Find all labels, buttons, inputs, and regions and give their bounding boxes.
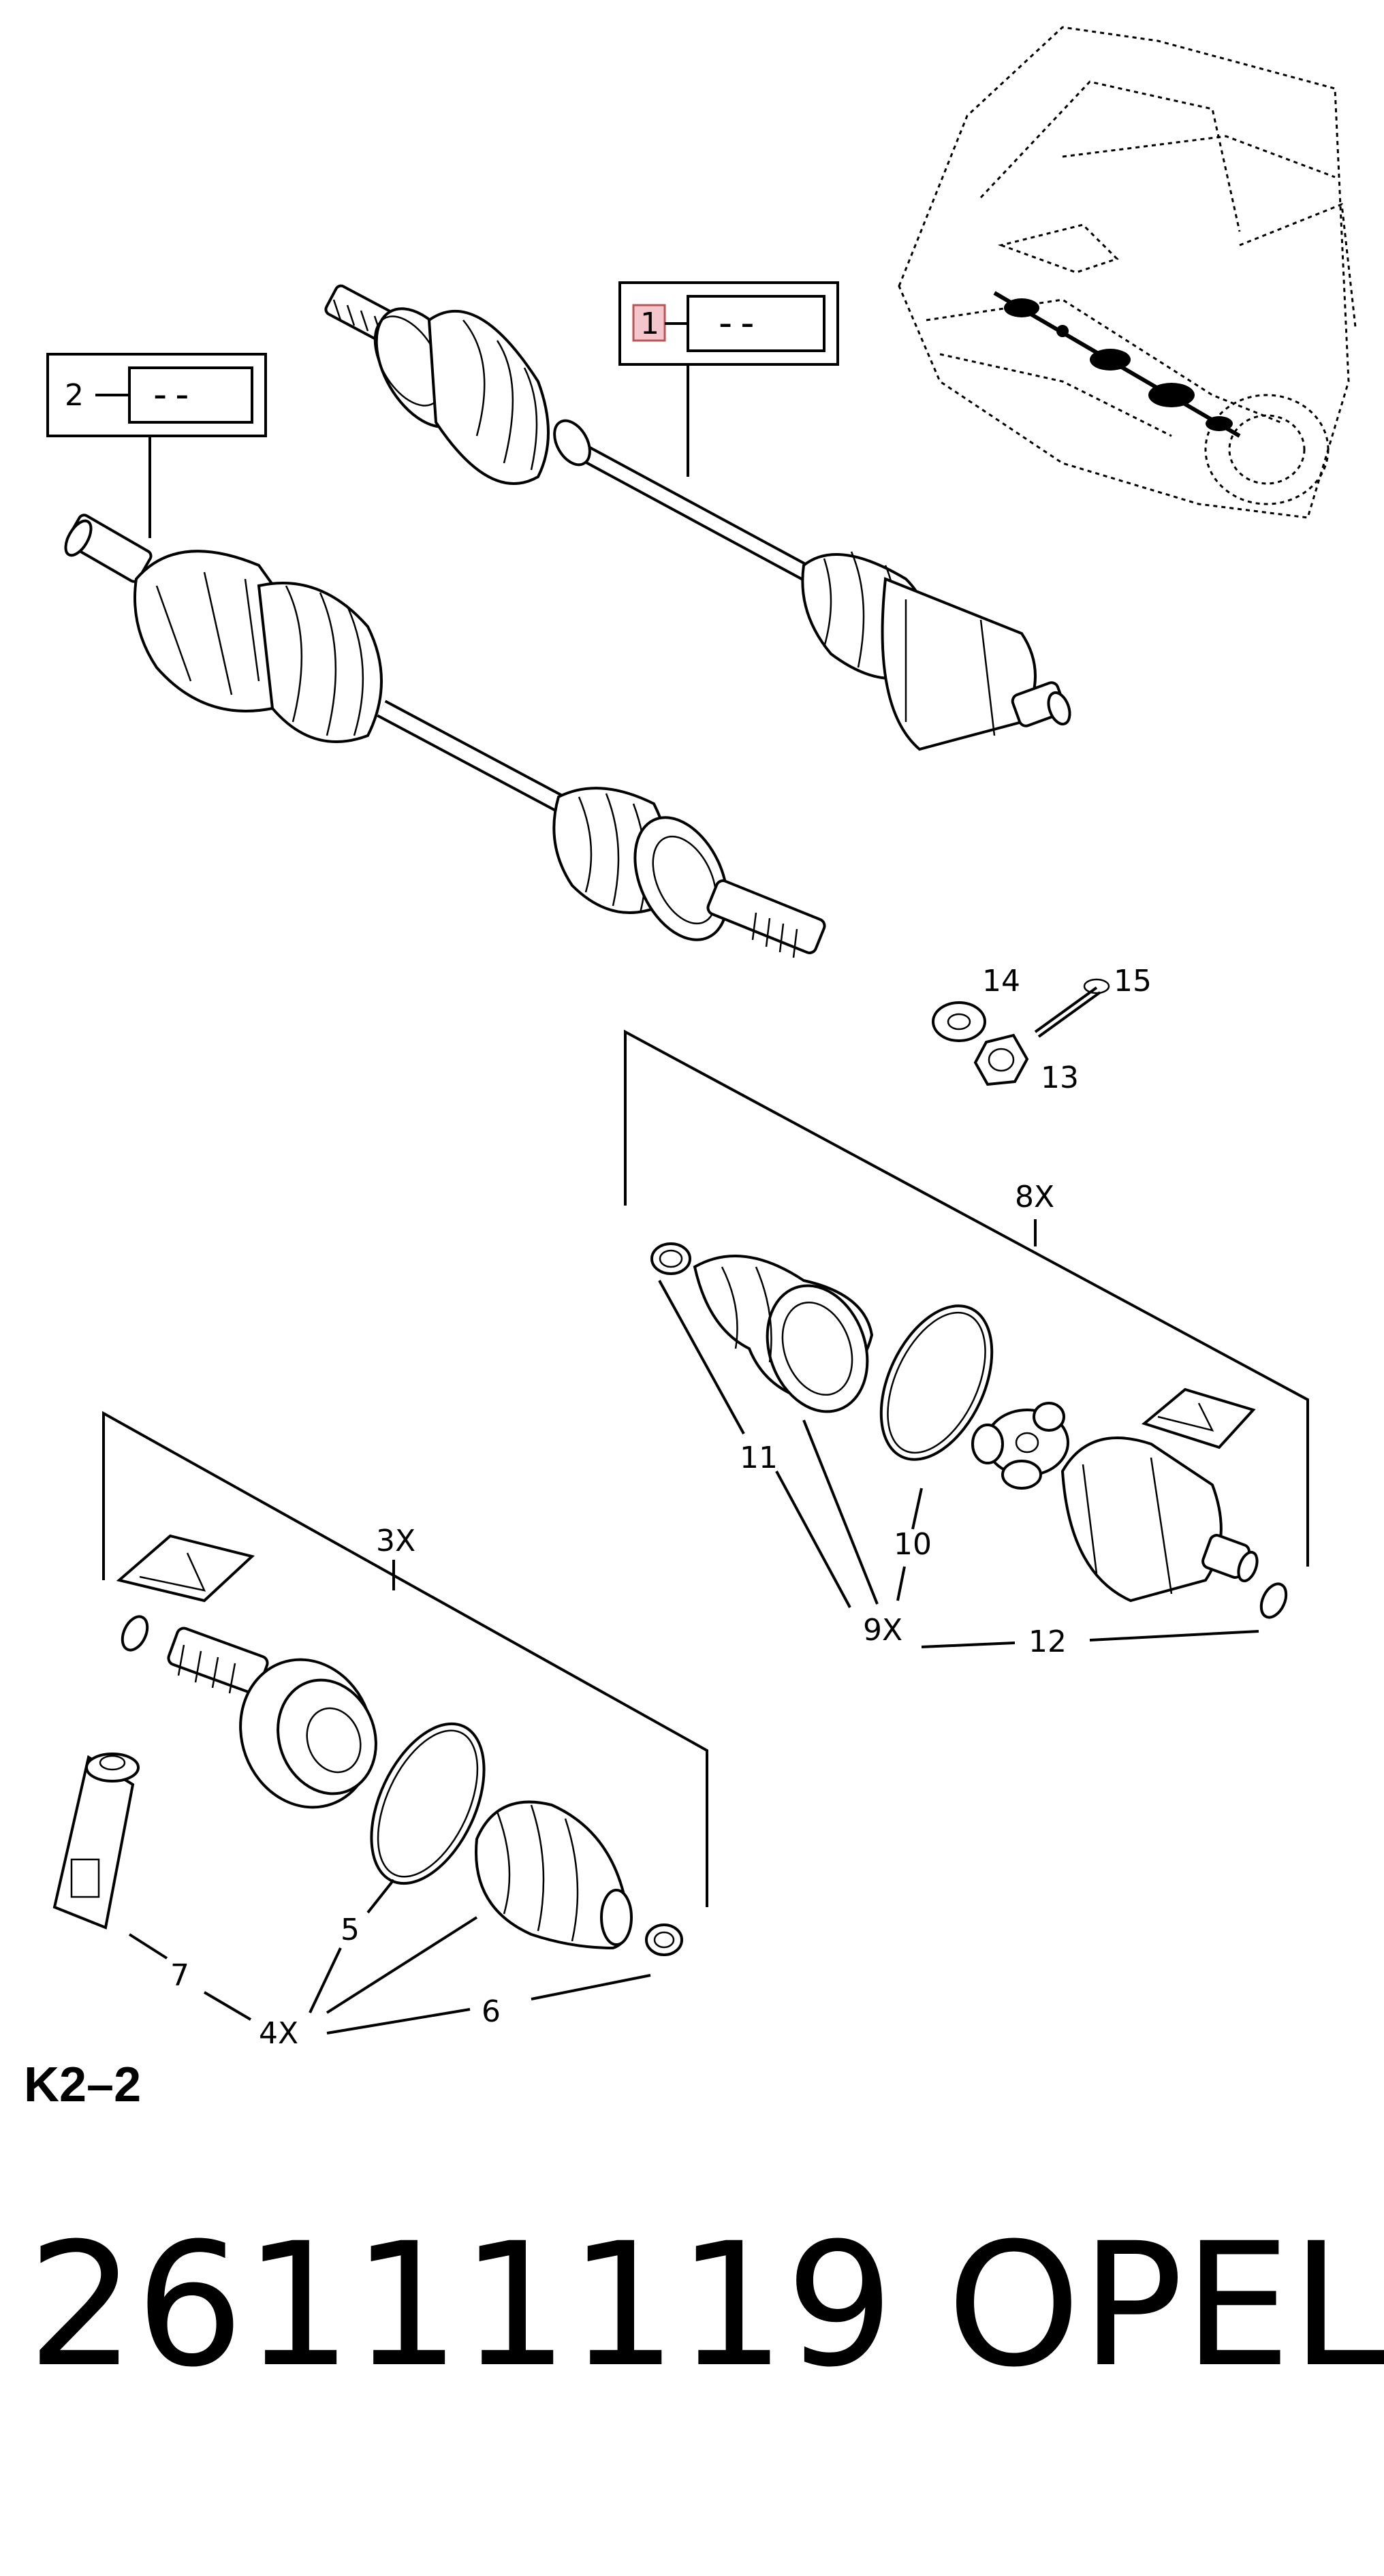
label-12: 12 bbox=[1028, 1624, 1067, 1659]
label-10: 10 bbox=[894, 1527, 932, 1562]
leader-lines-4x bbox=[128, 1879, 651, 2035]
label-4x: 4X bbox=[259, 2016, 298, 2051]
part-clamp-large-8x bbox=[879, 1304, 994, 1461]
brand-name: OPEL bbox=[947, 2206, 1384, 2404]
kit-bracket-3x bbox=[102, 1411, 708, 1907]
part-grease-tube bbox=[52, 1753, 140, 1930]
callout-ref: 2 bbox=[65, 378, 84, 413]
label-11: 11 bbox=[740, 1441, 778, 1475]
part-boot-outer bbox=[475, 1800, 633, 1950]
callout-box-2: 2 -- bbox=[46, 353, 267, 437]
part-14-washer bbox=[932, 1001, 986, 1042]
kit-bracket-8x bbox=[624, 1029, 1309, 1567]
part-grease-sachet-3x bbox=[116, 1534, 255, 1603]
sheet-code: K2–2 bbox=[24, 2058, 141, 2112]
driveshaft-upper bbox=[324, 284, 1071, 751]
callout-value: -- bbox=[153, 373, 197, 417]
vehicle-driveshaft-highlight bbox=[993, 291, 1241, 438]
callout-box-1: 1 -- bbox=[618, 281, 839, 366]
vehicle-thumbnail bbox=[898, 26, 1357, 519]
part-clamp-small bbox=[650, 1242, 691, 1275]
part-o-ring-3x bbox=[121, 1615, 149, 1652]
driveshaft-lower bbox=[64, 514, 826, 958]
part-o-ring-8x bbox=[1259, 1582, 1288, 1619]
part-grease-sachet-8x bbox=[1141, 1387, 1256, 1449]
label-15: 15 bbox=[1114, 964, 1152, 999]
label-8x: 8X bbox=[1015, 1180, 1054, 1214]
part-housing-8x bbox=[1060, 1436, 1259, 1603]
part-number: 26111119 bbox=[27, 2206, 894, 2404]
part-outer-joint bbox=[167, 1627, 377, 1809]
highlight-marker bbox=[632, 304, 666, 342]
leader-lines-8x bbox=[658, 1280, 1259, 1648]
part-13-nut bbox=[973, 1033, 1029, 1086]
label-5: 5 bbox=[341, 1913, 360, 1947]
callout-value: -- bbox=[719, 301, 762, 345]
part-boot-inner bbox=[693, 1255, 874, 1413]
label-9x: 9X bbox=[863, 1613, 902, 1648]
part-15-split-pin bbox=[1034, 978, 1110, 1038]
label-14: 14 bbox=[982, 964, 1020, 999]
label-3x: 3X bbox=[376, 1524, 415, 1558]
part-clamp-small-3x bbox=[645, 1923, 683, 1956]
label-6: 6 bbox=[482, 1994, 501, 2029]
callout-ref: 1 bbox=[640, 307, 659, 341]
label-13: 13 bbox=[1041, 1061, 1079, 1095]
part-tripod bbox=[971, 1402, 1069, 1490]
label-7: 7 bbox=[170, 1958, 189, 1993]
